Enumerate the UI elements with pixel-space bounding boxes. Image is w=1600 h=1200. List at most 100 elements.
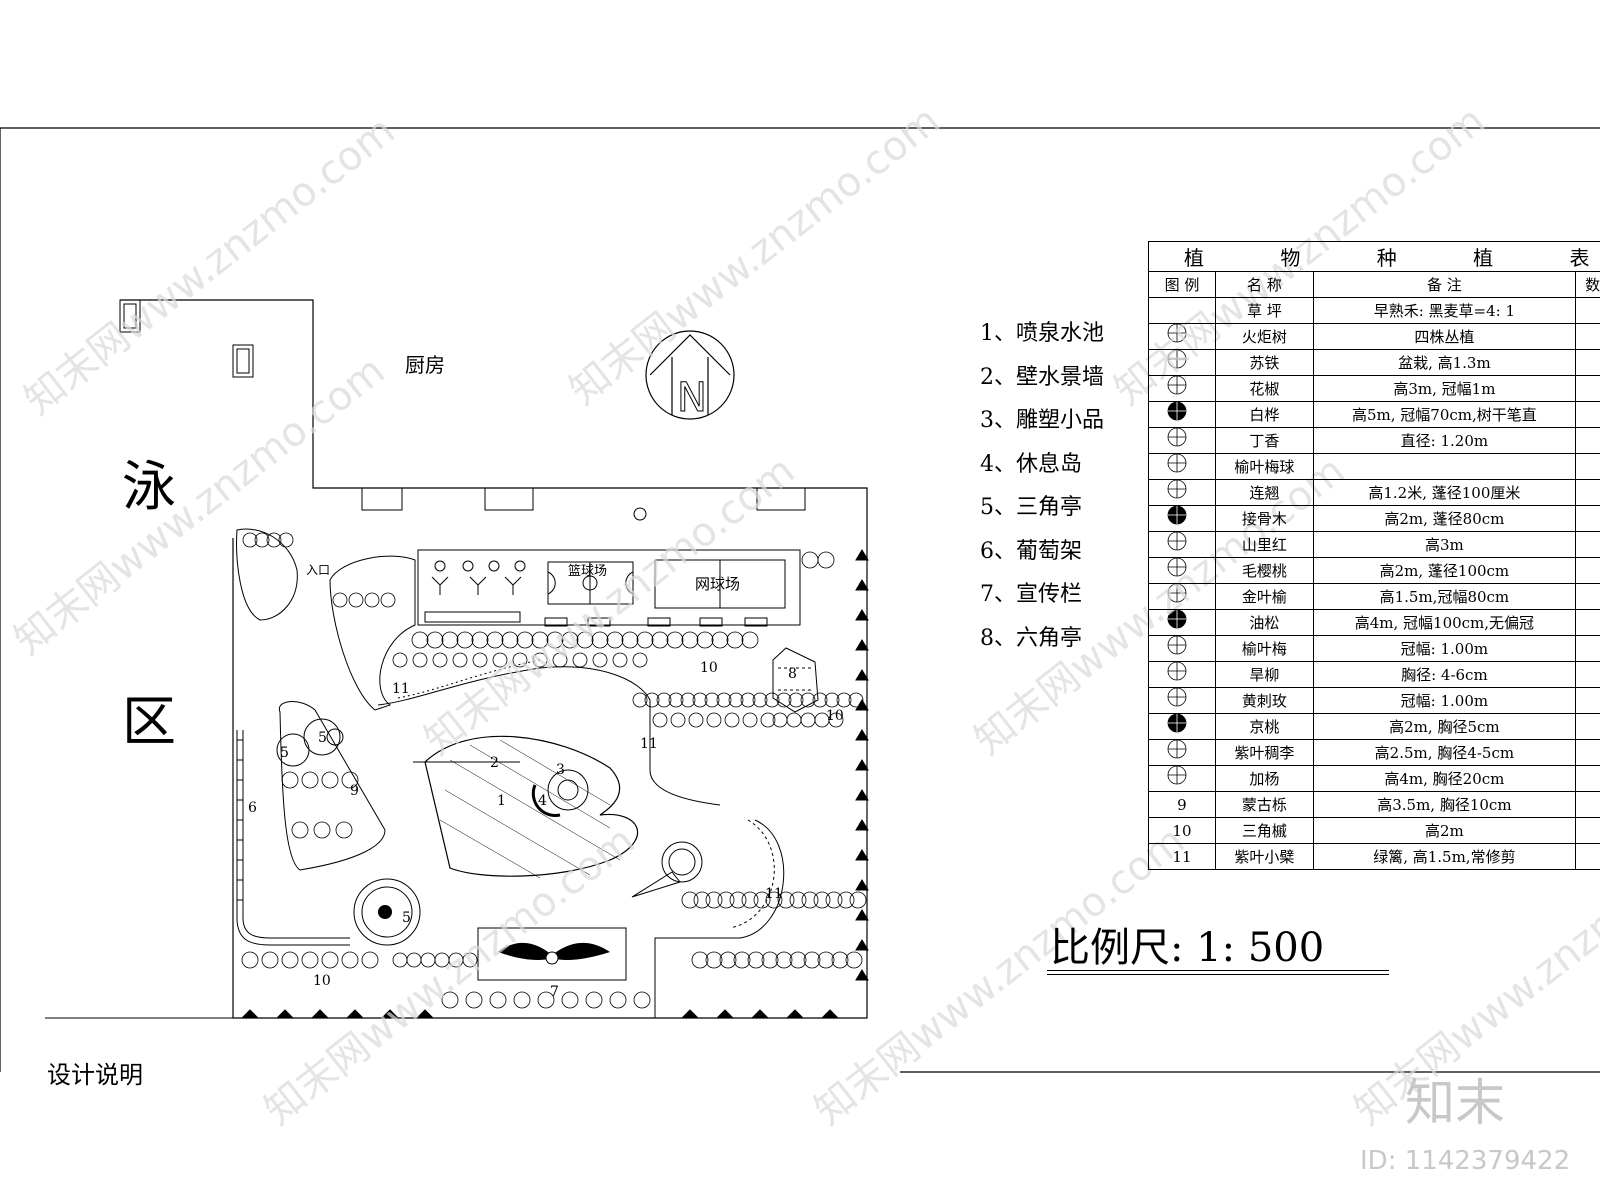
tree-icon — [711, 631, 729, 649]
brand-watermark: 知末 — [1405, 1074, 1505, 1132]
plan-number-10a: 10 — [700, 660, 718, 676]
plan-number-4: 4 — [538, 793, 547, 809]
image-id-watermark: ID: 1142379422 — [1360, 1146, 1571, 1176]
tree-icon — [764, 692, 780, 708]
table-row: 紫叶稠李高2.5m, 胸径4-5cm — [1148, 739, 1600, 766]
tree-icon — [585, 991, 603, 1009]
table-row: 黄刺玫冠幅: 1.00m — [1148, 687, 1600, 714]
tree-icon — [462, 952, 478, 968]
tree-icon — [788, 692, 804, 708]
table-row: 京桃高2m, 胸径5cm — [1148, 713, 1600, 740]
tree-icon — [572, 652, 588, 668]
tree-icon — [704, 692, 720, 708]
table-title: 植 物 种 植 表 — [1147, 241, 1600, 272]
hexagon-pavilion — [772, 647, 819, 713]
sculpture-island — [547, 769, 589, 811]
tree-icon — [364, 592, 380, 608]
legend-item: 8、六角亭 — [980, 625, 1082, 651]
tree-icon — [817, 951, 835, 969]
tree-icon — [775, 951, 793, 969]
tree-icon — [532, 652, 548, 668]
table-row: 加杨高4m, 胸径20cm — [1148, 765, 1600, 792]
tree-icon — [728, 692, 744, 708]
birch-icon — [1148, 401, 1216, 428]
tree-icon — [726, 631, 744, 649]
tree-icon — [441, 991, 459, 1009]
tree-icon — [716, 692, 732, 708]
header-name: 名 称 — [1214, 271, 1314, 298]
plant-name: 榆叶梅 — [1214, 635, 1314, 662]
tree-icon — [692, 692, 708, 708]
golden-elm-icon — [1148, 583, 1216, 610]
tree-icon — [492, 652, 508, 668]
tree-icon — [680, 692, 696, 708]
plant-name: 丁香 — [1214, 427, 1314, 454]
plant-quantity — [1574, 843, 1600, 870]
plant-name: 三角槭 — [1214, 817, 1314, 844]
tree-icon — [537, 991, 555, 1009]
plan-number-9: 9 — [350, 783, 359, 799]
plant-quantity — [1574, 401, 1600, 428]
plant-name: 花椒 — [1214, 375, 1314, 402]
tree-icon — [760, 712, 776, 728]
tree-icon — [752, 692, 768, 708]
header-qty: 数量 — [1574, 271, 1600, 298]
tree-icon — [612, 652, 628, 668]
table-row: 毛樱桃高2m, 蓬径100cm — [1148, 557, 1600, 584]
tree-icon — [733, 951, 751, 969]
tree-icon — [636, 631, 654, 649]
plant-quantity — [1574, 557, 1600, 584]
pool-label-bottom: 区 — [122, 690, 176, 753]
tree-icon — [321, 771, 339, 789]
plant-quantity — [1574, 817, 1600, 844]
elder-icon — [1148, 505, 1216, 532]
tree-icon — [291, 821, 309, 839]
tree-icon — [849, 891, 867, 909]
tree-icon — [644, 692, 660, 708]
tree-icon — [717, 891, 735, 909]
tree-icon — [696, 631, 714, 649]
tree-icon — [831, 951, 849, 969]
north-label: N — [677, 375, 707, 421]
tree-icon — [825, 891, 843, 909]
tree-icon — [471, 631, 489, 649]
plan-number-5b: 5 — [318, 730, 327, 746]
plant-name: 毛樱桃 — [1214, 557, 1314, 584]
tree-icon — [632, 692, 648, 708]
tree-icon — [789, 951, 807, 969]
plant-note: 早熟禾: 黑麦草=4: 1 — [1312, 297, 1576, 324]
tree-icon — [652, 712, 668, 728]
tree-icon — [633, 991, 651, 1009]
legend-item: 3、雕塑小品 — [980, 408, 1104, 433]
tree-icon — [546, 631, 564, 649]
plant-note: 盆栽, 高1.3m — [1312, 349, 1576, 376]
plant-quantity — [1574, 791, 1600, 818]
plant-note: 高2m, 蓬径100cm — [1312, 557, 1576, 584]
tree-icon — [837, 891, 855, 909]
table-row: 金叶榆高1.5m,冠幅80cm — [1148, 583, 1600, 610]
plant-quantity — [1574, 375, 1600, 402]
tree-icon — [765, 891, 783, 909]
triangle-pavilion — [353, 878, 421, 946]
legend-item: 2、壁水景墙 — [980, 364, 1104, 390]
plant-note: 高1.5m,冠幅80cm — [1312, 583, 1576, 610]
table-row: 接骨木高2m, 蓬径80cm — [1148, 505, 1600, 532]
tree-icon — [576, 631, 594, 649]
tree-icon — [719, 951, 737, 969]
forsythia-icon — [1148, 479, 1216, 506]
header-icon: 图 例 — [1148, 271, 1216, 298]
tree-icon — [776, 692, 792, 708]
plant-note: 高3.5m, 胸径10cm — [1312, 791, 1576, 818]
tree-icon — [411, 631, 429, 649]
cycad-icon — [1148, 349, 1216, 376]
header-note: 备 注 — [1312, 271, 1576, 298]
plant-name: 山里红 — [1214, 531, 1314, 558]
plant-note: 高1.2米, 蓬径100厘米 — [1312, 479, 1576, 506]
table-row: 花椒高3m, 冠幅1m — [1148, 375, 1600, 402]
plant-quantity — [1574, 323, 1600, 350]
plant-note: 高2.5m, 胸径4-5cm — [1312, 739, 1576, 766]
elm-plum-ball-icon — [1148, 453, 1216, 480]
legend-item: 1、喷泉水池 — [980, 321, 1104, 346]
plant-note: 胸径: 4-6cm — [1312, 661, 1576, 688]
tree-icon — [681, 891, 699, 909]
